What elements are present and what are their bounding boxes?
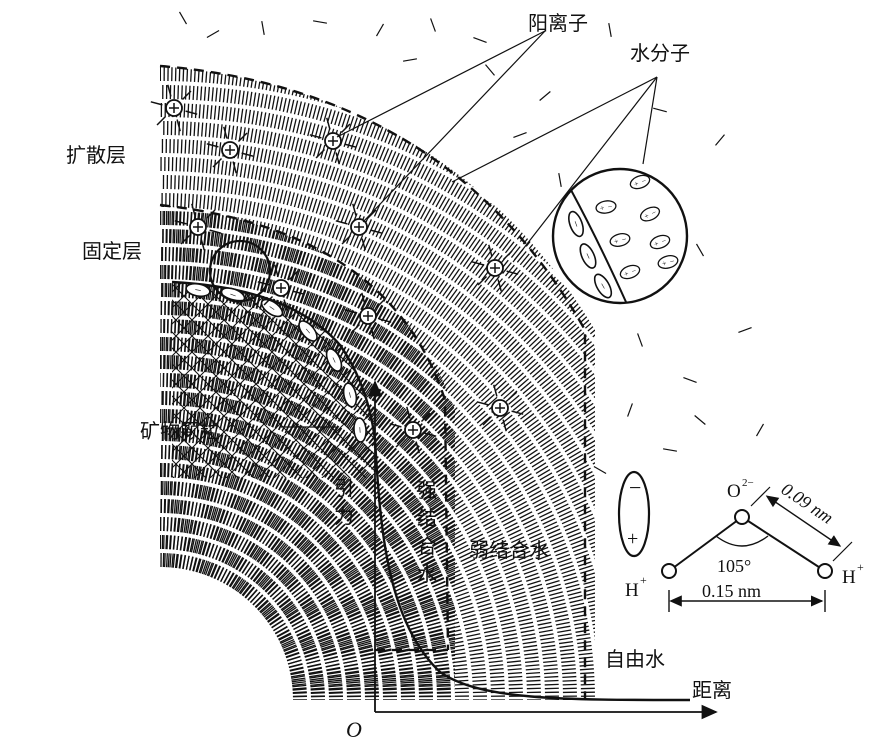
surface-charge: −	[342, 382, 358, 408]
cation	[471, 244, 519, 292]
surface-charge: −	[568, 210, 584, 238]
water-dipole: − +	[617, 470, 651, 558]
hydrogen-label-right: H	[842, 567, 856, 588]
label-origin: O	[346, 717, 362, 742]
label-diffuse-layer: 扩散层	[66, 143, 126, 167]
surface-charge: −	[185, 283, 211, 298]
cations	[150, 84, 524, 454]
surface-charge: −	[353, 417, 367, 443]
water-molecule: +−	[649, 234, 671, 250]
label-attraction-1: 引	[334, 476, 354, 500]
surface-charges: −−−−−−−	[185, 283, 367, 443]
hydrogen-atom-right	[817, 563, 833, 579]
surface-charge: −	[325, 348, 343, 372]
label-mineral-particle: 矿物颗粒	[140, 419, 220, 443]
oxygen-label: O	[727, 481, 741, 502]
surface-charge: −	[593, 273, 613, 299]
water-molecule: +−	[639, 206, 661, 222]
label-cation: 阳离子	[528, 11, 588, 35]
h-distance-label: 0.15 nm	[702, 581, 761, 601]
cation	[344, 292, 392, 340]
water-molecule: +−	[657, 255, 679, 269]
leader-lines	[281, 30, 658, 428]
hydrogen-atom-left	[661, 563, 677, 579]
water-molecule-zoom: +−+−+−+−+−+−+−+−+−+−−−−	[551, 167, 717, 305]
water-molecule: +−	[689, 259, 712, 277]
surface-charge: −	[579, 243, 597, 269]
cation	[476, 384, 524, 432]
water-molecule: +−	[619, 264, 641, 280]
water-molecule: +−	[694, 226, 717, 245]
cation	[174, 203, 222, 251]
water-molecule: +−	[595, 200, 617, 214]
bond-angle-label: 105°	[717, 556, 751, 576]
fixed-layer-boundary	[159, 203, 450, 651]
surface-magnifier	[208, 239, 272, 303]
cation	[389, 406, 437, 454]
attraction-curve	[373, 439, 691, 702]
hydrogen-label-left: H	[625, 580, 639, 601]
label-distance: 距离	[692, 678, 732, 702]
label-water-molecule: 水分子	[630, 41, 690, 65]
label-attraction-2: 力	[334, 504, 354, 528]
oxygen-atom	[734, 509, 750, 525]
cation	[150, 84, 198, 132]
label-strong-4: 水	[417, 562, 437, 586]
water-molecule-structure: O 2− H + H + 105° 0.09 nm 0.15 nm	[625, 477, 864, 612]
water-molecule: +−	[609, 233, 631, 247]
cation	[257, 264, 305, 312]
label-fixed-layer: 固定层	[82, 239, 142, 263]
bond-length-label: 0.09 nm	[778, 479, 837, 528]
label-weak-bound-water: 弱结合水	[469, 538, 549, 562]
diffuse-layer-boundary	[159, 64, 587, 700]
label-strong-2: 结	[417, 506, 437, 530]
surface-charge: −	[260, 298, 284, 318]
cation	[206, 126, 254, 174]
surface-charge: −	[298, 320, 318, 342]
label-strong-1: 强	[417, 478, 437, 502]
water-molecule: +−	[629, 174, 651, 190]
water-molecule: +−	[682, 195, 687, 211]
label-free-water: 自由水	[605, 647, 665, 671]
label-strong-3: 合	[417, 534, 437, 558]
free-water-dashes	[178, 11, 765, 475]
cation	[335, 203, 383, 251]
